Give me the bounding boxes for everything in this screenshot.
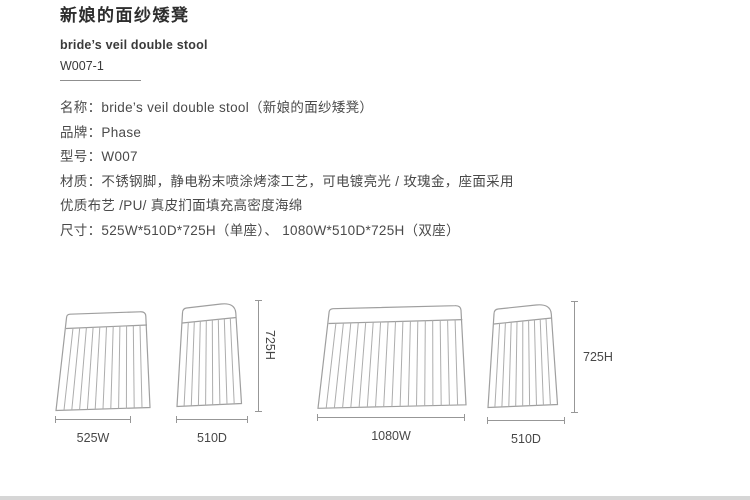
stool-front-single-drawing [55, 310, 151, 411]
spec-list: 名称：bride’s veil double stool（新娘的面纱矮凳） 品牌… [60, 96, 710, 244]
width-dimension-line [55, 415, 131, 423]
divider-rule [60, 80, 141, 81]
drawing-side-single: 510D [176, 300, 250, 445]
depth-dimension-line [176, 415, 248, 423]
drawing-front-double: 1080W [317, 304, 467, 443]
spec-model: 型号：W007 [60, 149, 138, 165]
stool-side-single-drawing [176, 302, 243, 407]
drawing-side-double: 510D [487, 301, 567, 446]
page-title: 新娘的面纱矮凳 [60, 6, 190, 25]
depth-dimension-label: 510D [511, 431, 541, 446]
depth-dimension-line [487, 416, 565, 424]
width-dimension-label: 525W [76, 430, 110, 445]
spec-size: 尺寸：525W*510D*725H（单座）、 1080W*510D*725H（双… [60, 222, 460, 238]
spec-material-line1: 材质：不锈钢脚，静电粉末喷涂烤漆工艺，可电镀亮光 / 玫瑰金，座面采用 [60, 173, 514, 189]
spec-material-line2: 优质布艺 /PU/ 真皮扪面填充高密度海绵 [60, 198, 303, 214]
height-dimension-line [255, 299, 262, 412]
model-code: W007-1 [60, 59, 104, 73]
stool-side-double-drawing [487, 303, 559, 408]
product-subtitle-en: bride’s veil double stool [60, 38, 208, 52]
height-dimension-label: 725H [263, 329, 277, 360]
height-dimension-label: 725H [583, 349, 613, 364]
drawing-front-single: 525W [55, 310, 151, 445]
spec-brand: 品牌：Phase [60, 124, 142, 140]
width-dimension-label: 1080W [371, 428, 411, 443]
height-dimension-line [571, 300, 578, 413]
spec-name: 名称：bride’s veil double stool（新娘的面纱矮凳） [60, 100, 374, 115]
depth-dimension-label: 510D [197, 430, 227, 445]
spec-content: 新娘的面纱矮凳 bride’s veil double stool W007-1… [0, 0, 750, 244]
bottom-border [0, 496, 750, 500]
width-dimension-line [317, 413, 465, 421]
stool-front-double-drawing [317, 304, 467, 409]
technical-drawings: 525W 510D 725H [0, 298, 750, 464]
